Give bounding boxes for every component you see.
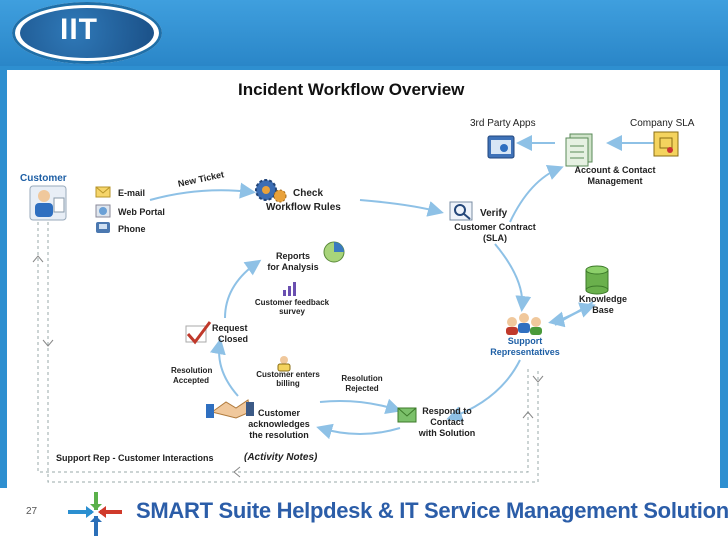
smart-suite-logo-icon: [68, 492, 122, 536]
node-feedback-2: survey: [279, 307, 305, 316]
globe-icon: [20, 8, 154, 58]
label-interactions: Support Rep - Customer Interactions: [56, 453, 214, 463]
web-portal-icon: [95, 204, 111, 218]
kb-return-arrow: [554, 302, 596, 326]
node-feedback-1: Customer feedback: [254, 298, 330, 307]
database-icon: [585, 265, 609, 295]
node-billing-2: billing: [276, 379, 300, 388]
checkmark-icon: [185, 321, 212, 345]
node-third-party: 3rd Party Apps: [470, 118, 536, 129]
node-check-1: Check: [293, 188, 324, 199]
node-respond-3: with Solution: [418, 428, 476, 438]
node-web-portal: Web Portal: [118, 207, 165, 217]
loop-arrow-left-icon: [233, 466, 241, 478]
flow-arrows: [149, 135, 655, 440]
slide-title: Incident Workflow Overview: [238, 80, 465, 99]
customer-icon: [29, 185, 67, 221]
node-account-1: Account & Contact: [574, 165, 656, 175]
node-support-1: Support: [507, 336, 543, 346]
support-team-icon: [506, 313, 542, 335]
footer-band: [0, 488, 728, 546]
node-customer: Customer: [20, 173, 67, 184]
loop-arrow-up-icon: [522, 411, 534, 419]
app-window-icon: [487, 135, 515, 159]
node-closed-2: Closed: [218, 334, 249, 344]
node-respond-2: Contact: [430, 417, 464, 427]
pie-chart-icon: [323, 241, 345, 263]
loop-arrow-down-icon: [42, 339, 54, 347]
node-ack-3: the resolution: [249, 430, 309, 440]
page-number: 27: [26, 506, 38, 517]
label-accepted-2: Accepted: [173, 376, 210, 385]
node-billing-1: Customer enters: [256, 370, 320, 379]
billing-person-icon: [277, 356, 291, 372]
logo-text: IIT: [60, 13, 98, 46]
node-company-sla: Company SLA: [630, 118, 695, 129]
footer-title: SMART Suite Helpdesk & IT Service Manage…: [136, 498, 728, 523]
handshake-icon: [206, 399, 254, 419]
label-rejected-1: Resolution: [341, 374, 383, 383]
node-check-2: Workflow Rules: [266, 202, 341, 213]
loop-arrow-up-icon: [32, 255, 44, 263]
node-kb-1: Knowledge: [578, 294, 627, 304]
node-respond-1: Respond to: [422, 406, 472, 416]
bar-chart-icon: [283, 282, 296, 296]
node-verify-1: Verify: [480, 208, 508, 219]
phone-icon: [96, 222, 110, 233]
node-ack-1: Customer: [257, 408, 300, 418]
gear-icon: [255, 179, 287, 203]
label-activity-notes: (Activity Notes): [244, 452, 318, 463]
node-closed-1: Request: [212, 323, 248, 333]
node-support-2: Representatives: [490, 347, 560, 357]
node-reports-2: for Analysis: [267, 262, 319, 272]
node-ack-2: acknowledges: [248, 419, 310, 429]
magnifier-icon: [449, 201, 473, 221]
label-rejected-2: Rejected: [345, 384, 379, 393]
node-verify-3: (SLA): [483, 233, 507, 243]
document-stack-icon: [565, 133, 593, 167]
node-account-2: Management: [587, 176, 643, 186]
node-reports-1: Reports: [275, 251, 310, 261]
certificate-icon: [653, 131, 679, 157]
envelope-icon: [397, 407, 417, 423]
node-verify-2: Customer Contract: [454, 222, 536, 232]
iit-logo: IIT: [12, 2, 162, 64]
loop-arrow-down-icon: [532, 375, 544, 383]
node-email: E-mail: [118, 188, 146, 198]
node-phone: Phone: [118, 224, 146, 234]
label-accepted-1: Resolution: [171, 366, 213, 375]
dashed-loop: [37, 222, 539, 483]
node-kb-2: Base: [592, 305, 614, 315]
email-icon: [95, 186, 111, 198]
